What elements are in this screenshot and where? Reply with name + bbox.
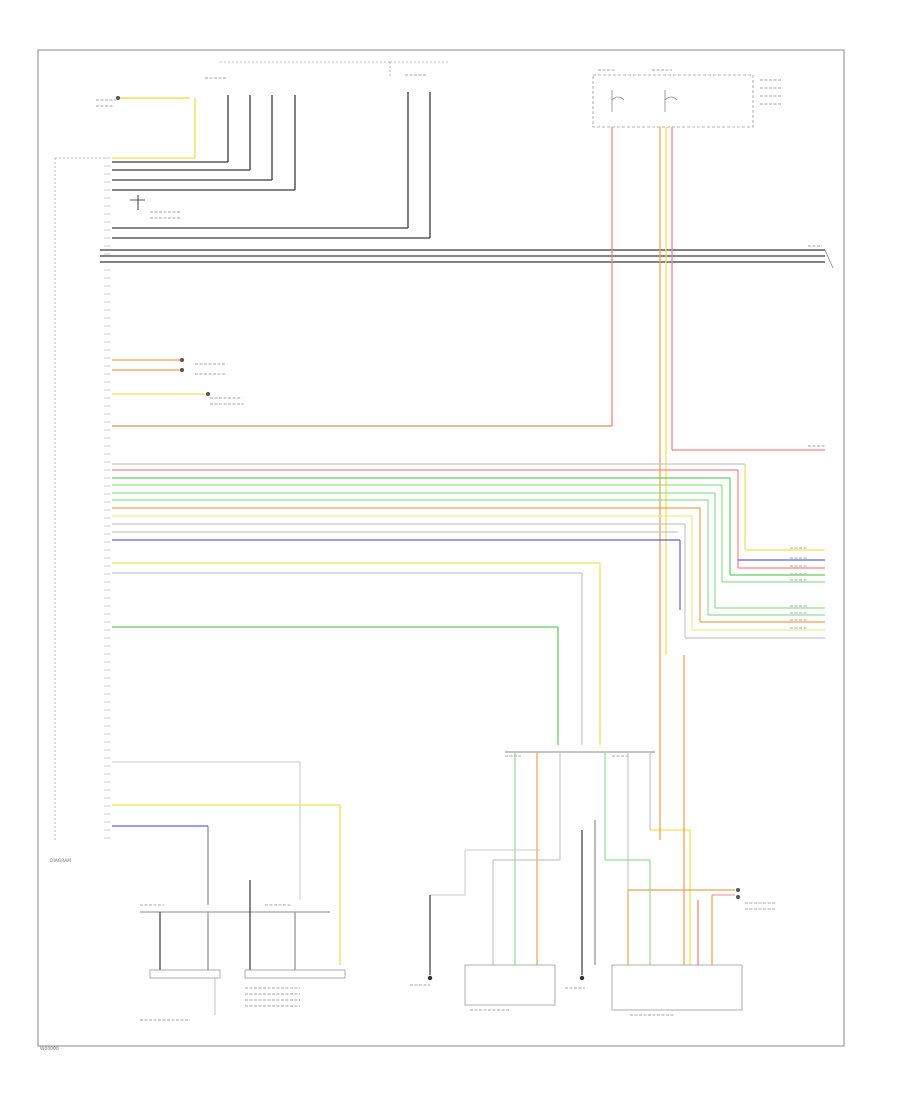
main-connector-pins xyxy=(104,157,110,839)
top-left-component xyxy=(112,95,296,210)
right-risers xyxy=(627,655,740,965)
top-middle-component xyxy=(112,61,450,239)
bottom-middle-components xyxy=(427,820,743,1011)
distribution-bar xyxy=(505,751,690,965)
black-bus-lines xyxy=(100,249,834,269)
label-texture xyxy=(96,69,826,1021)
lower-feeders xyxy=(112,562,601,745)
colored-bus-lines xyxy=(112,463,825,639)
mid-left-labels xyxy=(112,240,613,427)
footer-code: W00000 xyxy=(40,1046,59,1052)
diagram-frame xyxy=(37,49,845,1047)
bottom-left-wiring xyxy=(112,761,346,1015)
sheet-label: DIAGRAM xyxy=(50,858,71,864)
fuse-box-top-right xyxy=(592,74,825,655)
